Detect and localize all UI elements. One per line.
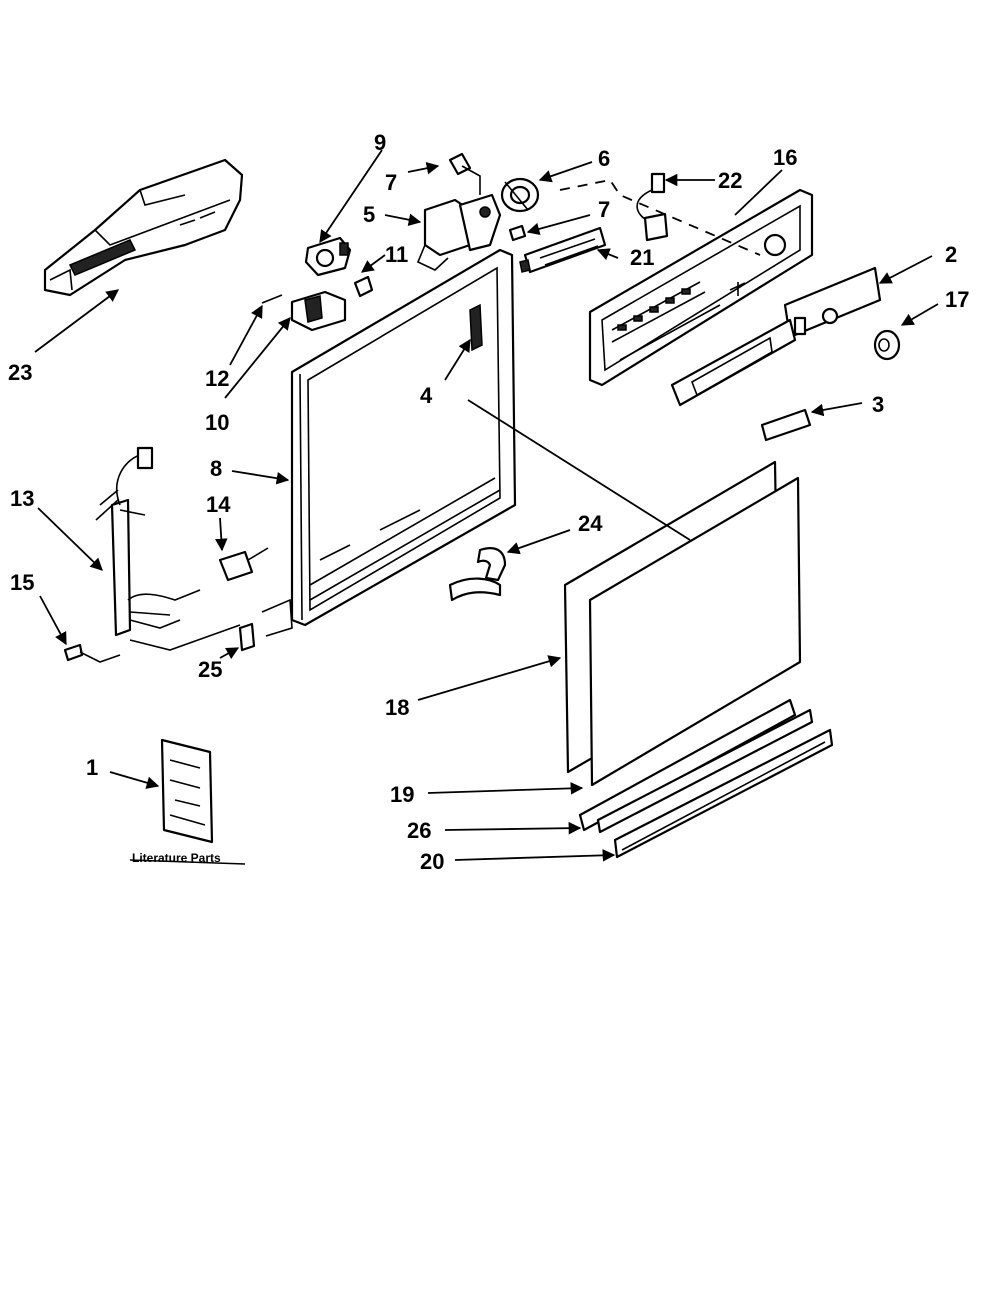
- part-wire-end: [63, 643, 121, 663]
- leader-lines: [34, 149, 939, 862]
- part-control-panel: [588, 188, 814, 387]
- part-latch-assembly: [416, 193, 502, 271]
- callout-25: 25: [198, 657, 222, 682]
- callout-19: 19: [390, 782, 414, 807]
- callout-6: 6: [598, 146, 610, 171]
- callout-16: 16: [773, 145, 797, 170]
- callout-26: 26: [407, 818, 431, 843]
- part-connector: [218, 547, 269, 582]
- part-screw-7-lower: [508, 224, 527, 242]
- part-literature-booklet: [129, 738, 246, 865]
- part-vent-duct: [43, 158, 244, 297]
- part-screw-11: [353, 275, 374, 298]
- callout-13: 13: [10, 486, 34, 511]
- callout-9: 9: [374, 130, 386, 155]
- callout-18: 18: [385, 695, 409, 720]
- callout-23: 23: [8, 360, 32, 385]
- callout-24: 24: [578, 511, 603, 536]
- callout-1: 1: [86, 755, 98, 780]
- part-switch: [636, 172, 669, 242]
- callout-12: 12: [205, 366, 229, 391]
- callout-20: 20: [420, 849, 444, 874]
- callout-11: 11: [385, 242, 408, 267]
- callout-3: 3: [872, 392, 884, 417]
- callout-7-lower: 7: [598, 197, 610, 222]
- part-wire-harness: [95, 446, 241, 651]
- part-trim-strips: [578, 698, 834, 859]
- callout-4: 4: [420, 383, 433, 408]
- part-door-panel: [563, 460, 802, 787]
- part-label-plate: [760, 408, 812, 442]
- panel-buttons: [617, 288, 691, 331]
- part-hinge-block: [290, 290, 347, 332]
- callout-2: 2: [945, 242, 957, 267]
- part-display-window: [670, 318, 797, 407]
- callout-5: 5: [363, 202, 375, 227]
- callout-numbers: 1 2 3 4 5 6 7 7 8 9 10 11 12 13 14 15 16…: [8, 130, 969, 874]
- literature-parts-caption: Literature Parts: [132, 851, 221, 865]
- part-knob: [873, 329, 901, 361]
- part-screw-12: [261, 294, 283, 304]
- callout-10: 10: [205, 410, 229, 435]
- part-clip: [238, 598, 293, 652]
- callout-15: 15: [10, 570, 34, 595]
- part-panel-overlay: [783, 266, 882, 339]
- part-latch-bracket: [304, 236, 352, 277]
- part-hose-clamp: [448, 547, 507, 602]
- callout-21: 21: [630, 245, 654, 270]
- callout-7-upper: 7: [385, 170, 397, 195]
- callout-14: 14: [206, 492, 231, 517]
- part-screw-7-upper: [448, 152, 481, 195]
- callout-17: 17: [945, 287, 969, 312]
- callout-22: 22: [718, 168, 742, 193]
- callout-8: 8: [210, 456, 222, 481]
- part-gear-knob: [500, 177, 540, 213]
- part-control-board: [519, 226, 607, 274]
